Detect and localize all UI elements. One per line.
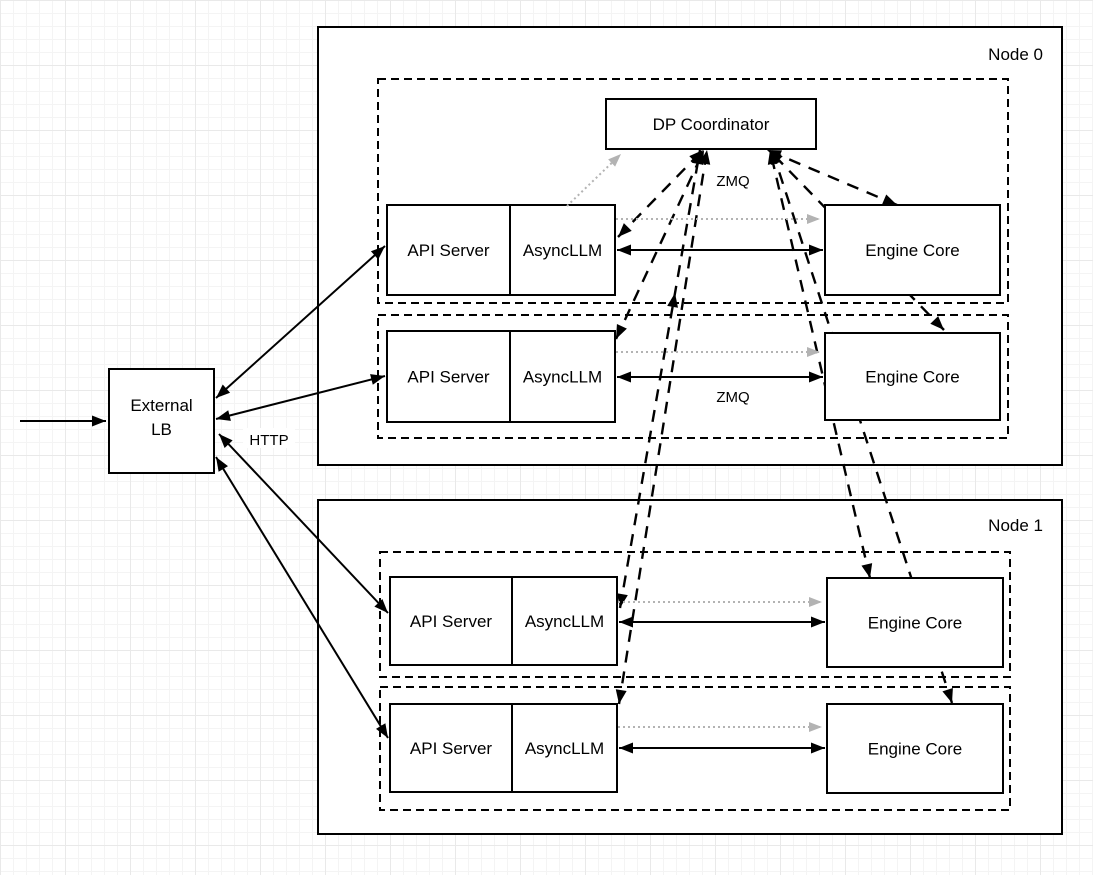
api-server-asyncllm-box-3 — [389, 703, 618, 793]
coordinator-engine-dashed-arrow-2-head — [861, 563, 873, 578]
coordinator-asyncllm-dashed-arrow-2 — [618, 149, 702, 609]
http-arrow-lb-api-1-head — [370, 374, 385, 385]
zmq-dotted-arrow-3-head — [809, 722, 822, 732]
http-arrow-lb-api-2-head — [219, 434, 233, 448]
coordinator-asyncllm-dashed-arrow-3-head — [699, 150, 711, 165]
http-arrow-lb-api-0-head — [216, 384, 231, 398]
zmq-solid-arrow-2-head — [619, 616, 633, 628]
http-arrow-lb-api-0 — [215, 245, 386, 399]
coordinator-engine-dashed-arrow-1-head — [930, 316, 944, 330]
zmq-solid-arrow-1-head — [617, 371, 631, 383]
external-lb-label-line2: LB — [151, 420, 172, 439]
coordinator-asyncllm-dashed-arrow-1 — [614, 149, 706, 340]
coordinator-asyncllm-dashed-arrow-1-head — [616, 323, 627, 339]
api-server-label-1: API Server — [407, 368, 490, 387]
zmq-coordinator-label: ZMQ — [716, 173, 749, 190]
node0-label: Node 0 — [988, 45, 1043, 64]
async-llm-label-3: AsyncLLM — [525, 739, 604, 758]
external-lb-box — [108, 368, 215, 474]
coordinator-asyncllm-dashed-arrow-2-head — [616, 593, 628, 608]
api-server-label-3: API Server — [410, 739, 493, 758]
coordinator-engine-dashed-arrow-2 — [768, 149, 872, 579]
http-arrow-lb-api-2 — [218, 433, 389, 614]
zmq-dotted-arrow-2-head — [809, 597, 822, 607]
coordinator-asyncllm-mid-arrowhead — [667, 293, 679, 308]
http-arrow-lb-api-0-head — [370, 246, 385, 260]
dp-rank-group-3 — [379, 686, 1011, 811]
coordinator-engine-dashed-arrow-3 — [770, 149, 954, 704]
zmq-solid-arrow-3-head — [811, 742, 825, 754]
incoming-request-arrow-head — [92, 415, 106, 427]
http-arrow-lb-api-1 — [215, 375, 386, 420]
zmq-solid-arrow-3-head — [619, 742, 633, 754]
zmq-solid-arrow-0-head — [809, 244, 823, 256]
coordinator-asyncllm-dashed-arrow-0-head — [618, 223, 632, 237]
dp-coordinator-label: DP Coordinator — [653, 115, 770, 134]
http-arrow-lb-api-3-head — [216, 457, 228, 472]
zmq-solid-arrow-2-head — [811, 616, 825, 628]
handshake-dotted-arrow-head — [608, 154, 621, 167]
api-server-asyncllm-box-2 — [389, 576, 618, 666]
zmq-row2-label: ZMQ — [716, 389, 749, 406]
async-llm-label-1: AsyncLLM — [523, 368, 602, 387]
coordinator-asyncllm-dashed-arrow-3 — [617, 149, 709, 705]
http-arrow-lb-api-1-head — [216, 410, 231, 421]
engine-core-label-0: Engine Core — [865, 241, 960, 260]
http-arrow-lb-api-2-head — [374, 599, 388, 613]
async-llm-label-0: AsyncLLM — [523, 241, 602, 260]
api-server-label-0: API Server — [407, 241, 490, 260]
zmq-coordinator-label-bg — [706, 170, 760, 190]
api-server-label-2: API Server — [410, 612, 493, 631]
coordinator-asyncllm-dashed-arrow-2-head — [692, 150, 704, 165]
engine-core-label-3: Engine Core — [868, 740, 963, 759]
engine-core-label-1: Engine Core — [865, 368, 960, 387]
engine-core-box-0 — [824, 204, 1001, 296]
external-lb-label-line1: External — [130, 396, 192, 415]
coordinator-engine-dashed-arrow-0-head — [881, 194, 897, 205]
http-label: HTTP — [249, 432, 288, 449]
api-server-asyncllm-box-0 — [386, 204, 616, 296]
engine-core-box-3 — [826, 703, 1004, 794]
zmq-dotted-arrow-0-head — [807, 214, 820, 224]
http-label-bg — [243, 428, 295, 448]
zmq-row2-label-bg — [706, 386, 760, 406]
engine-core-box-1 — [824, 332, 1001, 421]
api-server-asyncllm-box-1 — [386, 330, 616, 423]
coordinator-engine-dashed-arrow-3-head — [942, 687, 953, 703]
dp-coordinator-box — [605, 98, 817, 150]
dp-rank-group-2 — [379, 551, 1011, 678]
engine-core-label-2: Engine Core — [868, 614, 963, 633]
http-arrow-lb-api-3 — [215, 456, 389, 739]
node1-label: Node 1 — [988, 516, 1043, 535]
zmq-solid-arrow-1-head — [809, 371, 823, 383]
dp-rank-group-0 — [377, 78, 1009, 304]
engine-core-box-2 — [826, 577, 1004, 668]
coordinator-engine-dashed-arrow-3-head — [771, 150, 782, 166]
zmq-solid-arrow-0-head — [617, 244, 631, 256]
http-arrow-lb-api-3-head — [376, 723, 388, 738]
zmq-dotted-arrow-1-head — [807, 347, 820, 357]
coordinator-asyncllm-dashed-arrow-3-head — [615, 689, 627, 704]
coordinator-engine-dashed-arrow-0 — [766, 148, 898, 207]
async-llm-label-2: AsyncLLM — [525, 612, 604, 631]
